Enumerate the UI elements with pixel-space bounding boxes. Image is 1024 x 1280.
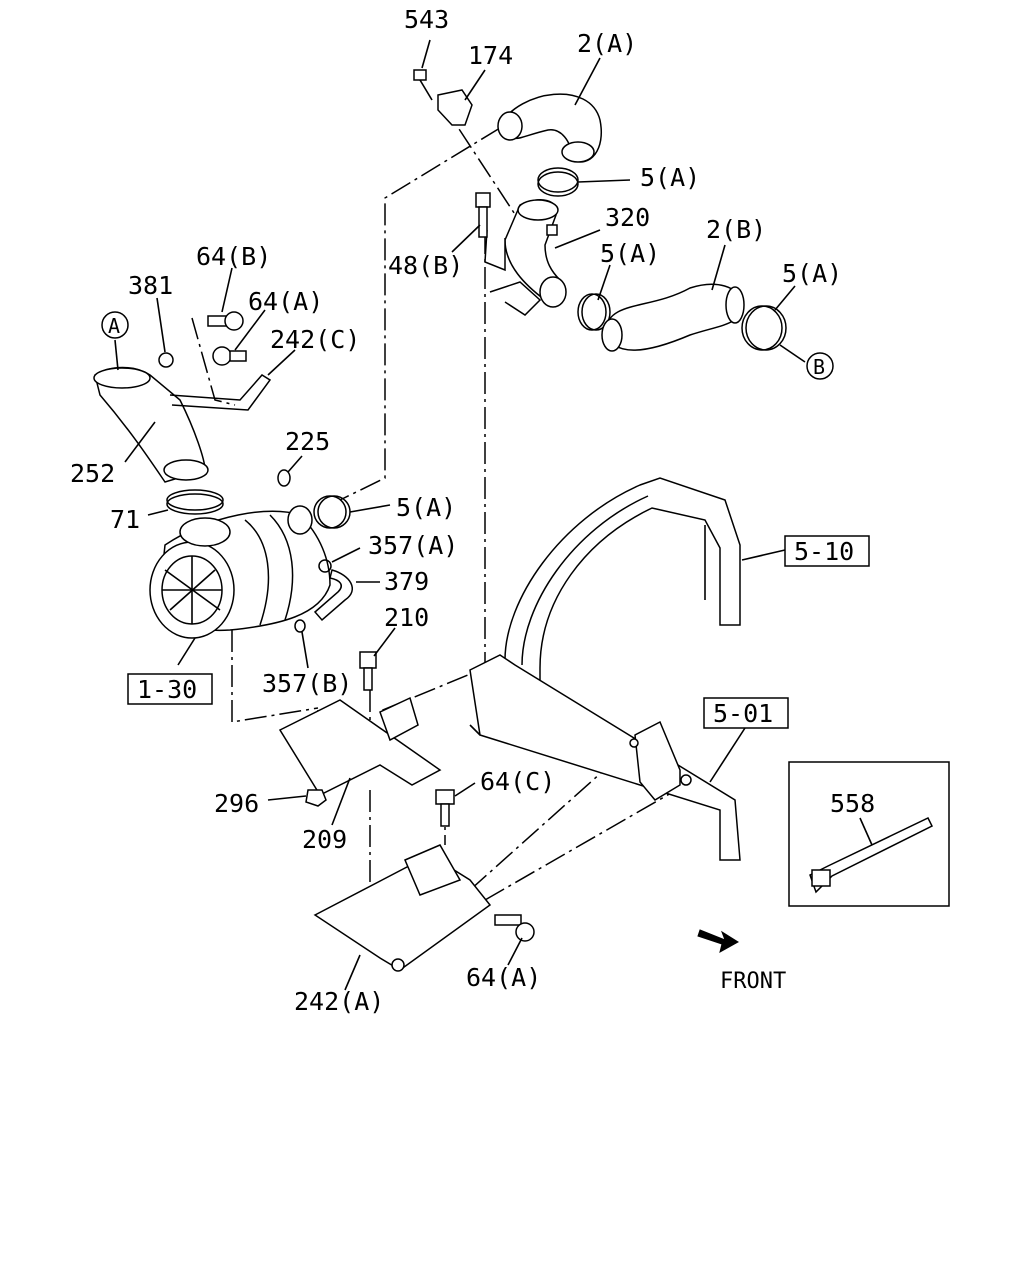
tie-inset (788, 761, 950, 907)
ref-5-10: 5-10 (794, 537, 854, 566)
label-5a-1: 5(A) (640, 163, 700, 192)
hose-2a (497, 93, 602, 163)
bracket-242a (313, 844, 492, 972)
label-558: 558 (830, 789, 875, 818)
label-64c: 64(C) (480, 767, 555, 796)
clamp-5a-2 (577, 293, 611, 331)
frame-rail-5-01 (469, 654, 741, 861)
marker-b: B (813, 355, 825, 379)
clamp-5a-1 (537, 167, 579, 197)
air-cleaner-1-30 (149, 505, 331, 639)
label-71: 71 (110, 505, 140, 534)
clamp-5a-4 (313, 495, 351, 529)
hose-379 (313, 569, 353, 622)
part-labels: 543 174 2(A) 5(A) 320 48(B) 5(A) 2(B) 5(… (70, 5, 875, 1016)
nut-296 (305, 789, 327, 807)
label-front: FRONT (720, 969, 786, 994)
label-48b: 48(B) (388, 251, 463, 280)
connection-markers: A B (101, 311, 834, 380)
label-5a-2: 5(A) (600, 239, 660, 268)
label-5a-4: 5(A) (396, 493, 456, 522)
bolt-48b (475, 192, 491, 238)
bolt-210 (359, 651, 377, 691)
bracket-242c (169, 374, 272, 411)
label-379: 379 (384, 567, 429, 596)
label-2a: 2(A) (577, 29, 637, 58)
leader-lines (114, 39, 873, 991)
clamp-357a (318, 559, 332, 573)
oring-225 (277, 469, 291, 487)
label-209: 209 (302, 825, 347, 854)
label-242a: 242(A) (294, 987, 384, 1016)
label-174: 174 (468, 41, 513, 70)
label-242c: 242(C) (270, 325, 360, 354)
hose-2b (601, 283, 745, 352)
frame-5-10 (504, 477, 741, 746)
label-210: 210 (384, 603, 429, 632)
label-296: 296 (214, 789, 259, 818)
reference-boxes: 1-30 5-10 5-01 (127, 535, 870, 729)
pipe-320 (484, 199, 567, 316)
label-5a-3: 5(A) (782, 259, 842, 288)
label-252: 252 (70, 459, 115, 488)
label-64b-top: 64(B) (196, 242, 271, 271)
clamp-357b (294, 619, 306, 633)
label-2b: 2(B) (706, 215, 766, 244)
marker-a: A (108, 314, 120, 338)
clip-174 (437, 89, 473, 126)
label-543: 543 (404, 5, 449, 34)
bolt-64b-top (207, 311, 244, 331)
label-357b: 357(B) (262, 669, 352, 698)
label-320: 320 (605, 203, 650, 232)
clamp-71 (166, 489, 224, 515)
bolt-64a-top (212, 346, 247, 366)
front-arrow (697, 929, 739, 953)
bracket-209 (278, 696, 442, 796)
intake-duct-252 (93, 366, 209, 483)
ref-5-01: 5-01 (713, 699, 773, 728)
label-225: 225 (285, 427, 330, 456)
ref-1-30: 1-30 (137, 675, 197, 704)
clamp-5a-3 (741, 305, 787, 351)
bolt-64a-bottom (494, 914, 535, 942)
bolt-64c (435, 789, 455, 827)
label-357a: 357(A) (368, 531, 458, 560)
label-64a-top: 64(A) (248, 287, 323, 316)
nut-381 (158, 352, 174, 368)
bolt-543 (413, 69, 433, 101)
label-64a-bottom: 64(A) (466, 963, 541, 992)
label-381: 381 (128, 271, 173, 300)
